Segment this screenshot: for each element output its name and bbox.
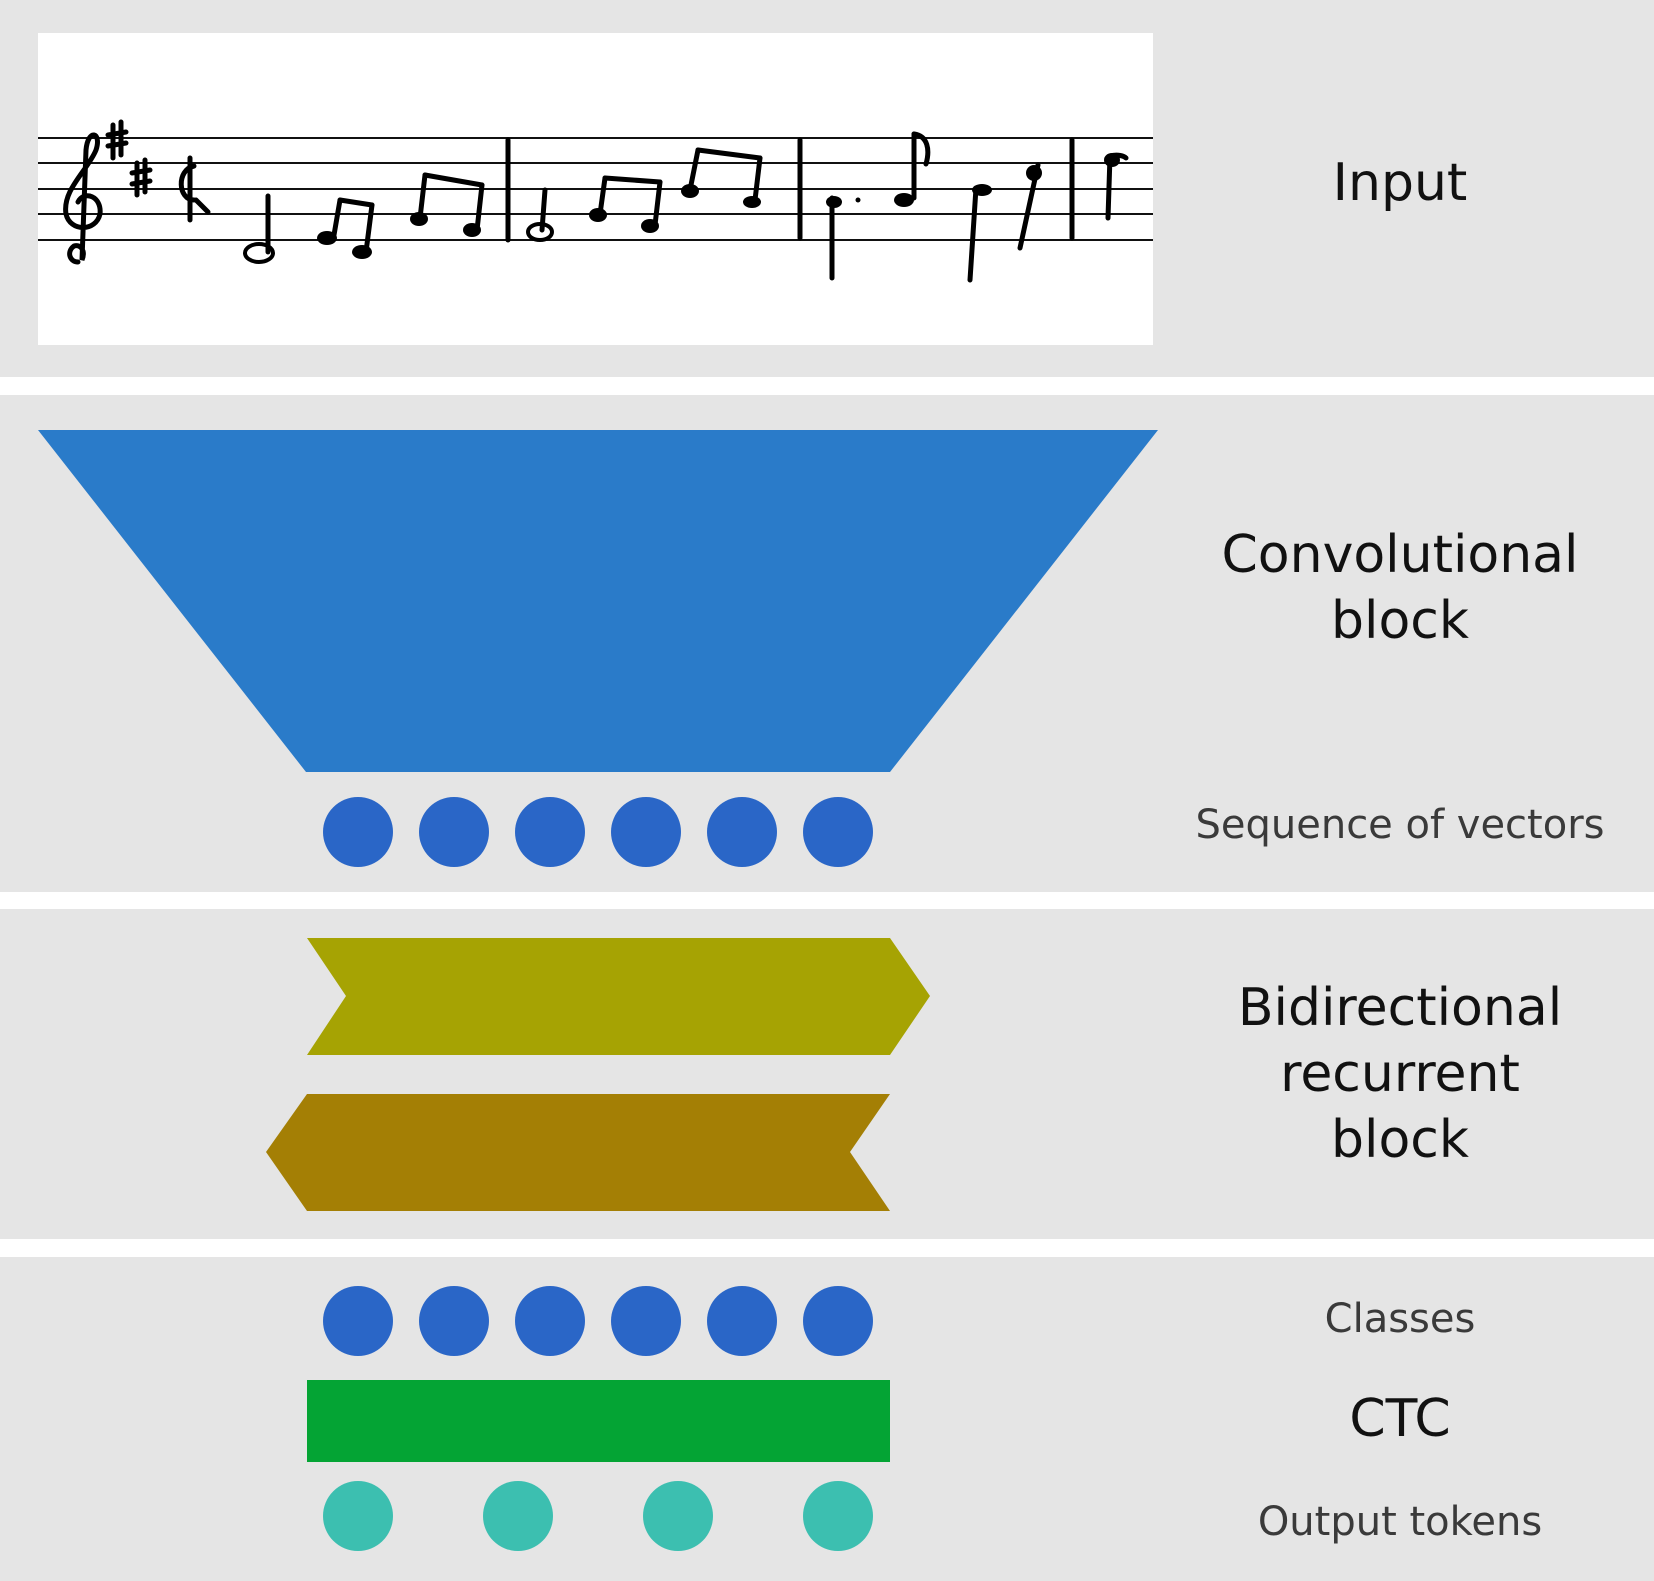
sequence-vector-dot <box>803 797 873 867</box>
sequence-vector-dot <box>707 797 777 867</box>
input-label: Input <box>1332 153 1468 213</box>
convolutional-block-label-line2: block <box>1331 591 1469 651</box>
class-dot <box>707 1286 777 1356</box>
classes-label: Classes <box>1324 1296 1476 1342</box>
class-dots <box>323 1286 873 1356</box>
output-token-dots <box>323 1481 873 1551</box>
forward-rnn-arrow <box>307 938 930 1055</box>
class-dot <box>419 1286 489 1356</box>
recurrent-block-label-line2: recurrent <box>1280 1044 1520 1104</box>
sequence-vector-dots <box>323 797 873 867</box>
sequence-of-vectors-label: Sequence of vectors <box>1195 802 1605 848</box>
backward-rnn-arrow <box>266 1094 890 1211</box>
class-dot <box>515 1286 585 1356</box>
sheet-music-image <box>38 33 1153 345</box>
sequence-vector-dot <box>515 797 585 867</box>
ctc-label: CTC <box>1349 1389 1451 1449</box>
class-dot <box>803 1286 873 1356</box>
sequence-vector-dot <box>419 797 489 867</box>
recurrent-block-label-line3: block <box>1331 1110 1469 1170</box>
convolutional-block-label: Convolutional block <box>1150 522 1650 654</box>
output-token-dot <box>323 1481 393 1551</box>
output-token-dot <box>803 1481 873 1551</box>
output-token-dot <box>643 1481 713 1551</box>
convolutional-block-label-line1: Convolutional <box>1221 525 1579 585</box>
sequence-vector-dot <box>323 797 393 867</box>
output-token-dot <box>483 1481 553 1551</box>
output-tokens-label: Output tokens <box>1257 1499 1543 1545</box>
convolutional-block-shape <box>38 430 1158 772</box>
class-dot <box>611 1286 681 1356</box>
recurrent-block-label: Bidirectional recurrent block <box>1150 975 1650 1173</box>
recurrent-block-label-line1: Bidirectional <box>1237 978 1563 1038</box>
sequence-vector-dot <box>611 797 681 867</box>
ctc-block-shape <box>307 1380 890 1462</box>
class-dot <box>323 1286 393 1356</box>
